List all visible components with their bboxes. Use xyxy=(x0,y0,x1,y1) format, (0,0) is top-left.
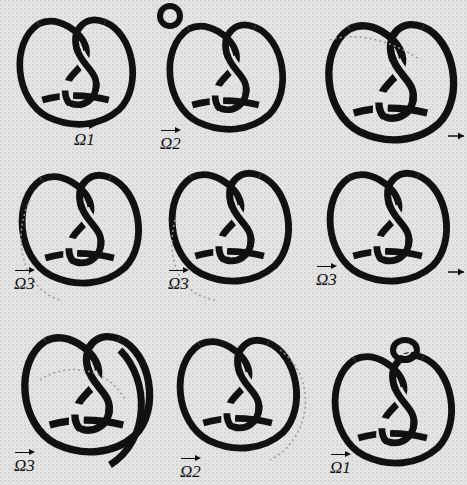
move-label: Ω3 xyxy=(14,268,35,292)
move-label: Ω1 xyxy=(330,452,351,476)
move-label: Ω2 xyxy=(160,128,181,152)
move-label: Ω1 xyxy=(74,124,95,148)
move-label: Ω3 xyxy=(168,268,189,292)
move-label: Ω3 xyxy=(316,264,337,288)
move-label: Ω3 xyxy=(14,450,35,474)
move-label: Ω2 xyxy=(180,456,201,480)
